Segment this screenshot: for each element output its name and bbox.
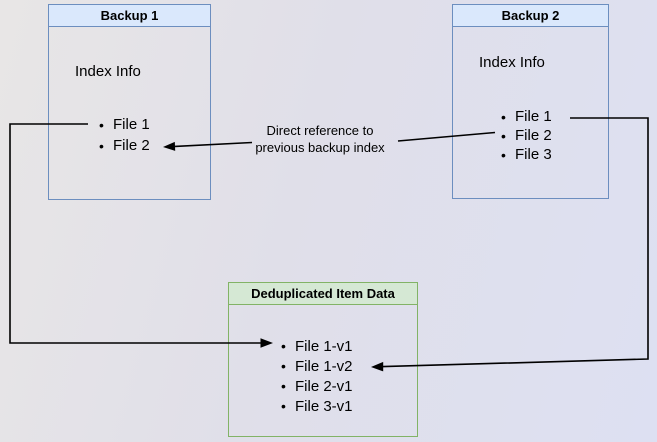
backup1-index-info-label: Index Info bbox=[75, 63, 141, 80]
bullet-icon: • bbox=[281, 398, 286, 414]
backup2-box: Backup 2 Index Info • File 1 • File 2 • … bbox=[452, 4, 609, 199]
dedup-title: Deduplicated Item Data bbox=[229, 283, 417, 305]
backup2-file-list: • File 1 • File 2 • File 3 bbox=[501, 107, 552, 164]
list-item: • File 1-v2 bbox=[281, 356, 353, 376]
list-item: • File 2 bbox=[99, 135, 150, 156]
list-item: • File 1-v1 bbox=[281, 336, 353, 356]
annotation-line1: Direct reference to bbox=[266, 123, 374, 138]
file-label: File 1 bbox=[113, 116, 150, 133]
file-label: File 1-v2 bbox=[295, 357, 353, 375]
file-label: File 3-v1 bbox=[295, 397, 353, 415]
bullet-icon: • bbox=[281, 378, 286, 394]
backup2-title: Backup 2 bbox=[453, 5, 608, 27]
bullet-icon: • bbox=[99, 137, 104, 154]
file-label: File 1-v1 bbox=[295, 337, 353, 355]
list-item: • File 3-v1 bbox=[281, 396, 353, 416]
file-label: File 3 bbox=[515, 146, 552, 163]
backup1-title: Backup 1 bbox=[49, 5, 210, 27]
file-label: File 2 bbox=[515, 127, 552, 144]
annotation-line2: previous backup index bbox=[255, 140, 385, 155]
list-item: • File 2-v1 bbox=[281, 376, 353, 396]
bullet-icon: • bbox=[501, 127, 506, 144]
backup2-index-info-label: Index Info bbox=[479, 54, 545, 71]
dedup-box: Deduplicated Item Data • File 1-v1 • Fil… bbox=[228, 282, 418, 437]
list-item: • File 1 bbox=[501, 107, 552, 126]
dedup-file-list: • File 1-v1 • File 1-v2 • File 2-v1 • Fi… bbox=[281, 336, 353, 416]
list-item: • File 1 bbox=[99, 114, 150, 135]
bullet-icon: • bbox=[99, 116, 104, 133]
backup1-file-list: • File 1 • File 2 bbox=[99, 114, 150, 156]
backup1-box: Backup 1 Index Info • File 1 • File 2 bbox=[48, 4, 211, 200]
file-label: File 1 bbox=[515, 108, 552, 125]
bullet-icon: • bbox=[501, 108, 506, 125]
file-label: File 2-v1 bbox=[295, 377, 353, 395]
list-item: • File 3 bbox=[501, 145, 552, 164]
bullet-icon: • bbox=[501, 146, 506, 163]
file-label: File 2 bbox=[113, 137, 150, 154]
direct-reference-annotation: Direct reference to previous backup inde… bbox=[238, 122, 402, 156]
bullet-icon: • bbox=[281, 358, 286, 374]
bullet-icon: • bbox=[281, 338, 286, 354]
list-item: • File 2 bbox=[501, 126, 552, 145]
